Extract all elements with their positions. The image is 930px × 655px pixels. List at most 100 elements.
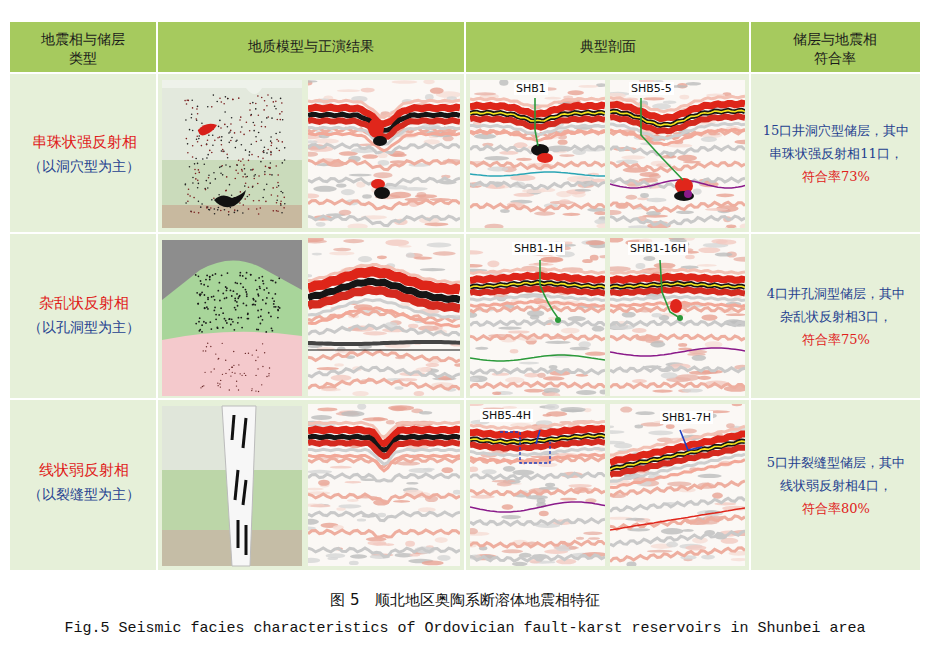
vug-dot: [238, 317, 240, 319]
porosity-dot: [242, 176, 244, 178]
table-cell: [751, 400, 920, 570]
seismic-noise: [583, 531, 602, 534]
seismic-noise: [701, 555, 715, 560]
porosity-dot: [192, 177, 194, 179]
seismic-noise: [333, 248, 351, 252]
weak-reflector: [610, 383, 745, 388]
table-cell-text: 符合率73%: [762, 168, 910, 186]
vug-dot: [228, 318, 230, 320]
seismic-noise: [652, 389, 673, 392]
porosity-dot: [282, 192, 284, 194]
seismic-noise: [347, 223, 367, 228]
porosity-dot: [217, 137, 219, 139]
seismic-noise: [454, 363, 460, 366]
porosity-dot: [257, 156, 259, 158]
porosity-dot: [186, 103, 188, 105]
strong-reflector: [470, 289, 605, 294]
vug-dot: [269, 367, 270, 368]
vug-dot: [197, 303, 199, 305]
seismic-noise: [474, 92, 496, 95]
seismic-noise: [635, 411, 655, 415]
section-ground: [470, 404, 605, 566]
porosity-dot: [207, 139, 209, 141]
seismic-noise: [524, 373, 539, 378]
porosity-dot: [234, 132, 236, 134]
vug-dot: [196, 292, 198, 294]
porosity-dot: [262, 157, 264, 159]
vug-dot: [260, 315, 262, 317]
vug-dot: [201, 292, 203, 294]
porosity-dot: [263, 150, 265, 152]
porosity-dot: [253, 200, 255, 202]
seismic-noise: [423, 80, 434, 84]
vug-dot: [201, 331, 203, 333]
porosity-dot: [265, 201, 267, 203]
porosity-dot: [275, 133, 277, 135]
weak-reflector: [308, 200, 460, 209]
vug-dot: [229, 389, 230, 390]
table-cell-text: 地质模型与正演结果: [157, 37, 465, 56]
seismic-noise: [592, 326, 605, 332]
porosity-dot: [211, 152, 213, 154]
vug-dot: [200, 387, 201, 388]
vug-dot: [233, 290, 235, 292]
porosity-dot: [227, 126, 229, 128]
seismic-noise: [385, 239, 409, 245]
vug-dot: [255, 390, 256, 391]
vug-dot: [245, 304, 247, 306]
vug-dot: [243, 303, 245, 305]
porosity-dot: [223, 103, 225, 105]
porosity-dot: [284, 159, 286, 161]
seismic-noise: [559, 199, 571, 204]
fracture-outline: [500, 432, 550, 463]
porosity-dot: [220, 127, 222, 129]
seismic-noise: [308, 80, 318, 83]
strong-reflector: [610, 269, 745, 273]
porosity-dot: [279, 119, 281, 121]
seismic-noise: [510, 175, 535, 181]
seismic-noise: [697, 474, 721, 478]
porosity-dot: [258, 132, 260, 134]
porosity-dot: [253, 130, 255, 132]
table-cell-text: 杂乱状反射相: [10, 293, 158, 313]
porosity-dot: [197, 187, 199, 189]
seismic-noise: [308, 152, 318, 157]
seismic-noise: [424, 223, 448, 227]
horizon-line: [470, 172, 605, 176]
porosity-dot: [186, 138, 188, 140]
geologic-model: [162, 240, 302, 396]
porosity-dot: [245, 149, 247, 151]
seismic-noise: [516, 158, 532, 161]
seismic-noise: [567, 316, 585, 321]
seismic-noise: [616, 160, 639, 165]
seismic-noise: [433, 251, 456, 255]
seismic-noise: [390, 192, 412, 198]
porosity-dot: [277, 210, 279, 212]
porosity-dot: [205, 189, 207, 191]
seismic-noise: [349, 561, 359, 565]
vug-dot: [215, 314, 217, 316]
vug-dot: [224, 298, 226, 300]
porosity-dot: [271, 117, 273, 119]
seismic-noise: [726, 224, 736, 228]
porosity-dot: [188, 188, 190, 190]
porosity-dot: [240, 160, 242, 162]
porosity-dot: [242, 204, 244, 206]
weak-reflector: [308, 379, 460, 389]
porosity-dot: [242, 158, 244, 160]
weak-reflector: [470, 489, 605, 495]
vug-dot: [268, 375, 269, 376]
seismic-noise: [594, 211, 605, 215]
vug-dot: [215, 318, 217, 320]
vug-dot: [231, 318, 233, 320]
porosity-dot: [276, 210, 278, 212]
porosity-dot: [206, 143, 208, 145]
vug-dot: [224, 318, 226, 320]
seismic-section: [308, 238, 460, 396]
seismic-noise: [362, 154, 378, 158]
vug-dot: [252, 298, 254, 300]
vug-dot: [199, 295, 201, 297]
seismic-noise: [388, 405, 414, 410]
vug-dot: [209, 276, 211, 278]
porosity-dot: [218, 207, 220, 209]
